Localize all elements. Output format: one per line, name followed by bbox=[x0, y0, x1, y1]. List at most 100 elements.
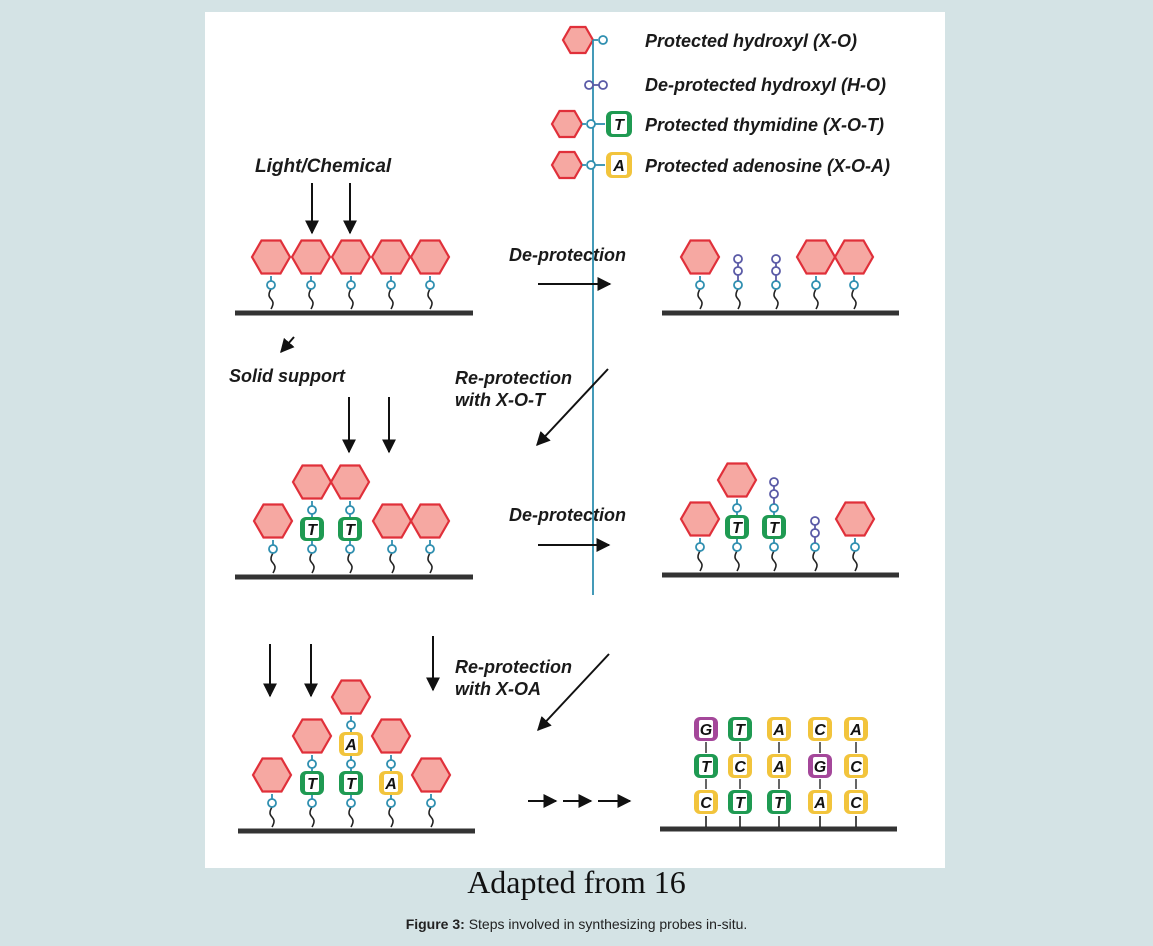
reprotection-a-label-line2: with X-OA bbox=[455, 679, 541, 699]
protecting-group bbox=[550, 150, 584, 180]
protecting-group bbox=[290, 239, 332, 275]
base-t-letter: T bbox=[701, 759, 712, 776]
protecting-group bbox=[252, 503, 294, 539]
hydroxyl-circle bbox=[346, 720, 356, 730]
linker-wavy bbox=[427, 288, 433, 310]
hydroxyl-circle bbox=[345, 505, 355, 515]
base-t-letter: T bbox=[774, 795, 785, 812]
linker-wavy bbox=[812, 550, 818, 572]
hydroxyl-circle bbox=[307, 798, 317, 808]
base-c-letter: C bbox=[700, 795, 712, 812]
light-chemical-label: Light/Chemical bbox=[255, 156, 392, 177]
base-a-letter: A bbox=[612, 158, 625, 175]
hydroxyl-circle bbox=[346, 759, 356, 769]
deprotection-label-2: De-protection bbox=[509, 505, 626, 525]
reprotection-arrow bbox=[536, 368, 609, 447]
deprotected-hydroxyl bbox=[769, 489, 779, 499]
hydroxyl-circle bbox=[345, 544, 355, 554]
hydroxyl-circle bbox=[850, 542, 860, 552]
hydroxyl-circle bbox=[598, 35, 608, 45]
linker-wavy bbox=[771, 550, 777, 572]
protecting-group bbox=[370, 718, 412, 754]
linker-wavy bbox=[427, 552, 433, 574]
solid-support-pointer bbox=[280, 336, 295, 354]
reprotection-t-label-line2: with X-O-T bbox=[455, 390, 547, 410]
base-c-letter: C bbox=[814, 722, 826, 739]
legend-protected-hydroxyl: Protected hydroxyl (X-O) bbox=[645, 31, 857, 51]
hydroxyl-circle bbox=[386, 798, 396, 808]
base-a-letter: A bbox=[849, 722, 862, 739]
legend-protected-adenosine: Protected adenosine (X-O-A) bbox=[645, 156, 890, 176]
linker-wavy bbox=[309, 552, 315, 574]
hydroxyl-circle bbox=[307, 544, 317, 554]
linker-wavy bbox=[697, 550, 703, 572]
protecting-group bbox=[716, 462, 758, 498]
protecting-group bbox=[251, 757, 293, 793]
linker-wavy bbox=[697, 288, 703, 310]
protecting-group bbox=[330, 679, 372, 715]
hydroxyl-circle bbox=[266, 280, 276, 290]
deprotected-hydroxyl bbox=[771, 266, 781, 276]
deprotected-hydroxyl bbox=[771, 254, 781, 264]
linker-wavy bbox=[269, 806, 275, 828]
base-t-letter: T bbox=[346, 776, 357, 793]
linker-wavy bbox=[852, 550, 858, 572]
base-g-letter: G bbox=[700, 722, 712, 739]
base-c-letter: C bbox=[734, 759, 746, 776]
deprotected-hydroxyl bbox=[810, 516, 820, 526]
base-a-letter: A bbox=[344, 737, 357, 754]
reprotection-a-label-line1: Re-protection bbox=[455, 657, 572, 677]
hydroxyl-circle bbox=[426, 798, 436, 808]
linker-wavy bbox=[348, 806, 354, 828]
base-g-letter: G bbox=[814, 759, 826, 776]
legend-deprotected-hydroxyl: De-protected hydroxyl (H-O) bbox=[645, 75, 886, 95]
linker-wavy bbox=[270, 552, 276, 574]
base-c-letter: C bbox=[850, 795, 862, 812]
protecting-group bbox=[409, 503, 451, 539]
deprotected-hydroxyl bbox=[769, 477, 779, 487]
hydroxyl-circle bbox=[386, 759, 396, 769]
protecting-group bbox=[833, 239, 875, 275]
hydroxyl-circle bbox=[811, 280, 821, 290]
caption-text: Steps involved in synthesizing probes in… bbox=[468, 916, 748, 932]
legend-deprotected-circle bbox=[584, 80, 594, 90]
linker-wavy bbox=[388, 288, 394, 310]
protecting-group bbox=[561, 25, 595, 55]
hydroxyl-circle bbox=[387, 544, 397, 554]
hydroxyl-circle bbox=[267, 798, 277, 808]
reprotection-arrow bbox=[537, 653, 610, 732]
protecting-group bbox=[250, 239, 292, 275]
linker-wavy bbox=[268, 288, 274, 310]
base-t-letter: T bbox=[769, 520, 780, 537]
hydroxyl-circle bbox=[307, 759, 317, 769]
hydroxyl-circle bbox=[306, 280, 316, 290]
hydroxyl-circle bbox=[346, 798, 356, 808]
base-t-letter: T bbox=[732, 520, 743, 537]
hydroxyl-circle bbox=[695, 280, 705, 290]
hydroxyl-circle bbox=[346, 280, 356, 290]
base-t-letter: T bbox=[614, 117, 625, 134]
reprotection-t-label-line1: Re-protection bbox=[455, 368, 572, 388]
linker-wavy bbox=[735, 288, 741, 310]
hydroxyl-circle bbox=[849, 280, 859, 290]
hydroxyl-circle bbox=[769, 503, 779, 513]
linker-wavy bbox=[389, 552, 395, 574]
deprotection-label-1: De-protection bbox=[509, 245, 626, 265]
protecting-group bbox=[371, 503, 413, 539]
hydroxyl-circle bbox=[732, 542, 742, 552]
linker-wavy bbox=[309, 806, 315, 828]
hydroxyl-circle bbox=[586, 160, 596, 170]
legend-deprotected-circle bbox=[598, 80, 608, 90]
legend-protected-thymidine: Protected thymidine (X-O-T) bbox=[645, 115, 884, 135]
protecting-group bbox=[679, 239, 721, 275]
base-a-letter: A bbox=[384, 776, 397, 793]
hydroxyl-circle bbox=[425, 544, 435, 554]
linker-wavy bbox=[773, 288, 779, 310]
base-a-letter: A bbox=[772, 722, 785, 739]
base-a-letter: A bbox=[813, 795, 826, 812]
protecting-group bbox=[329, 464, 371, 500]
hydroxyl-circle bbox=[268, 544, 278, 554]
base-c-letter: C bbox=[850, 759, 862, 776]
